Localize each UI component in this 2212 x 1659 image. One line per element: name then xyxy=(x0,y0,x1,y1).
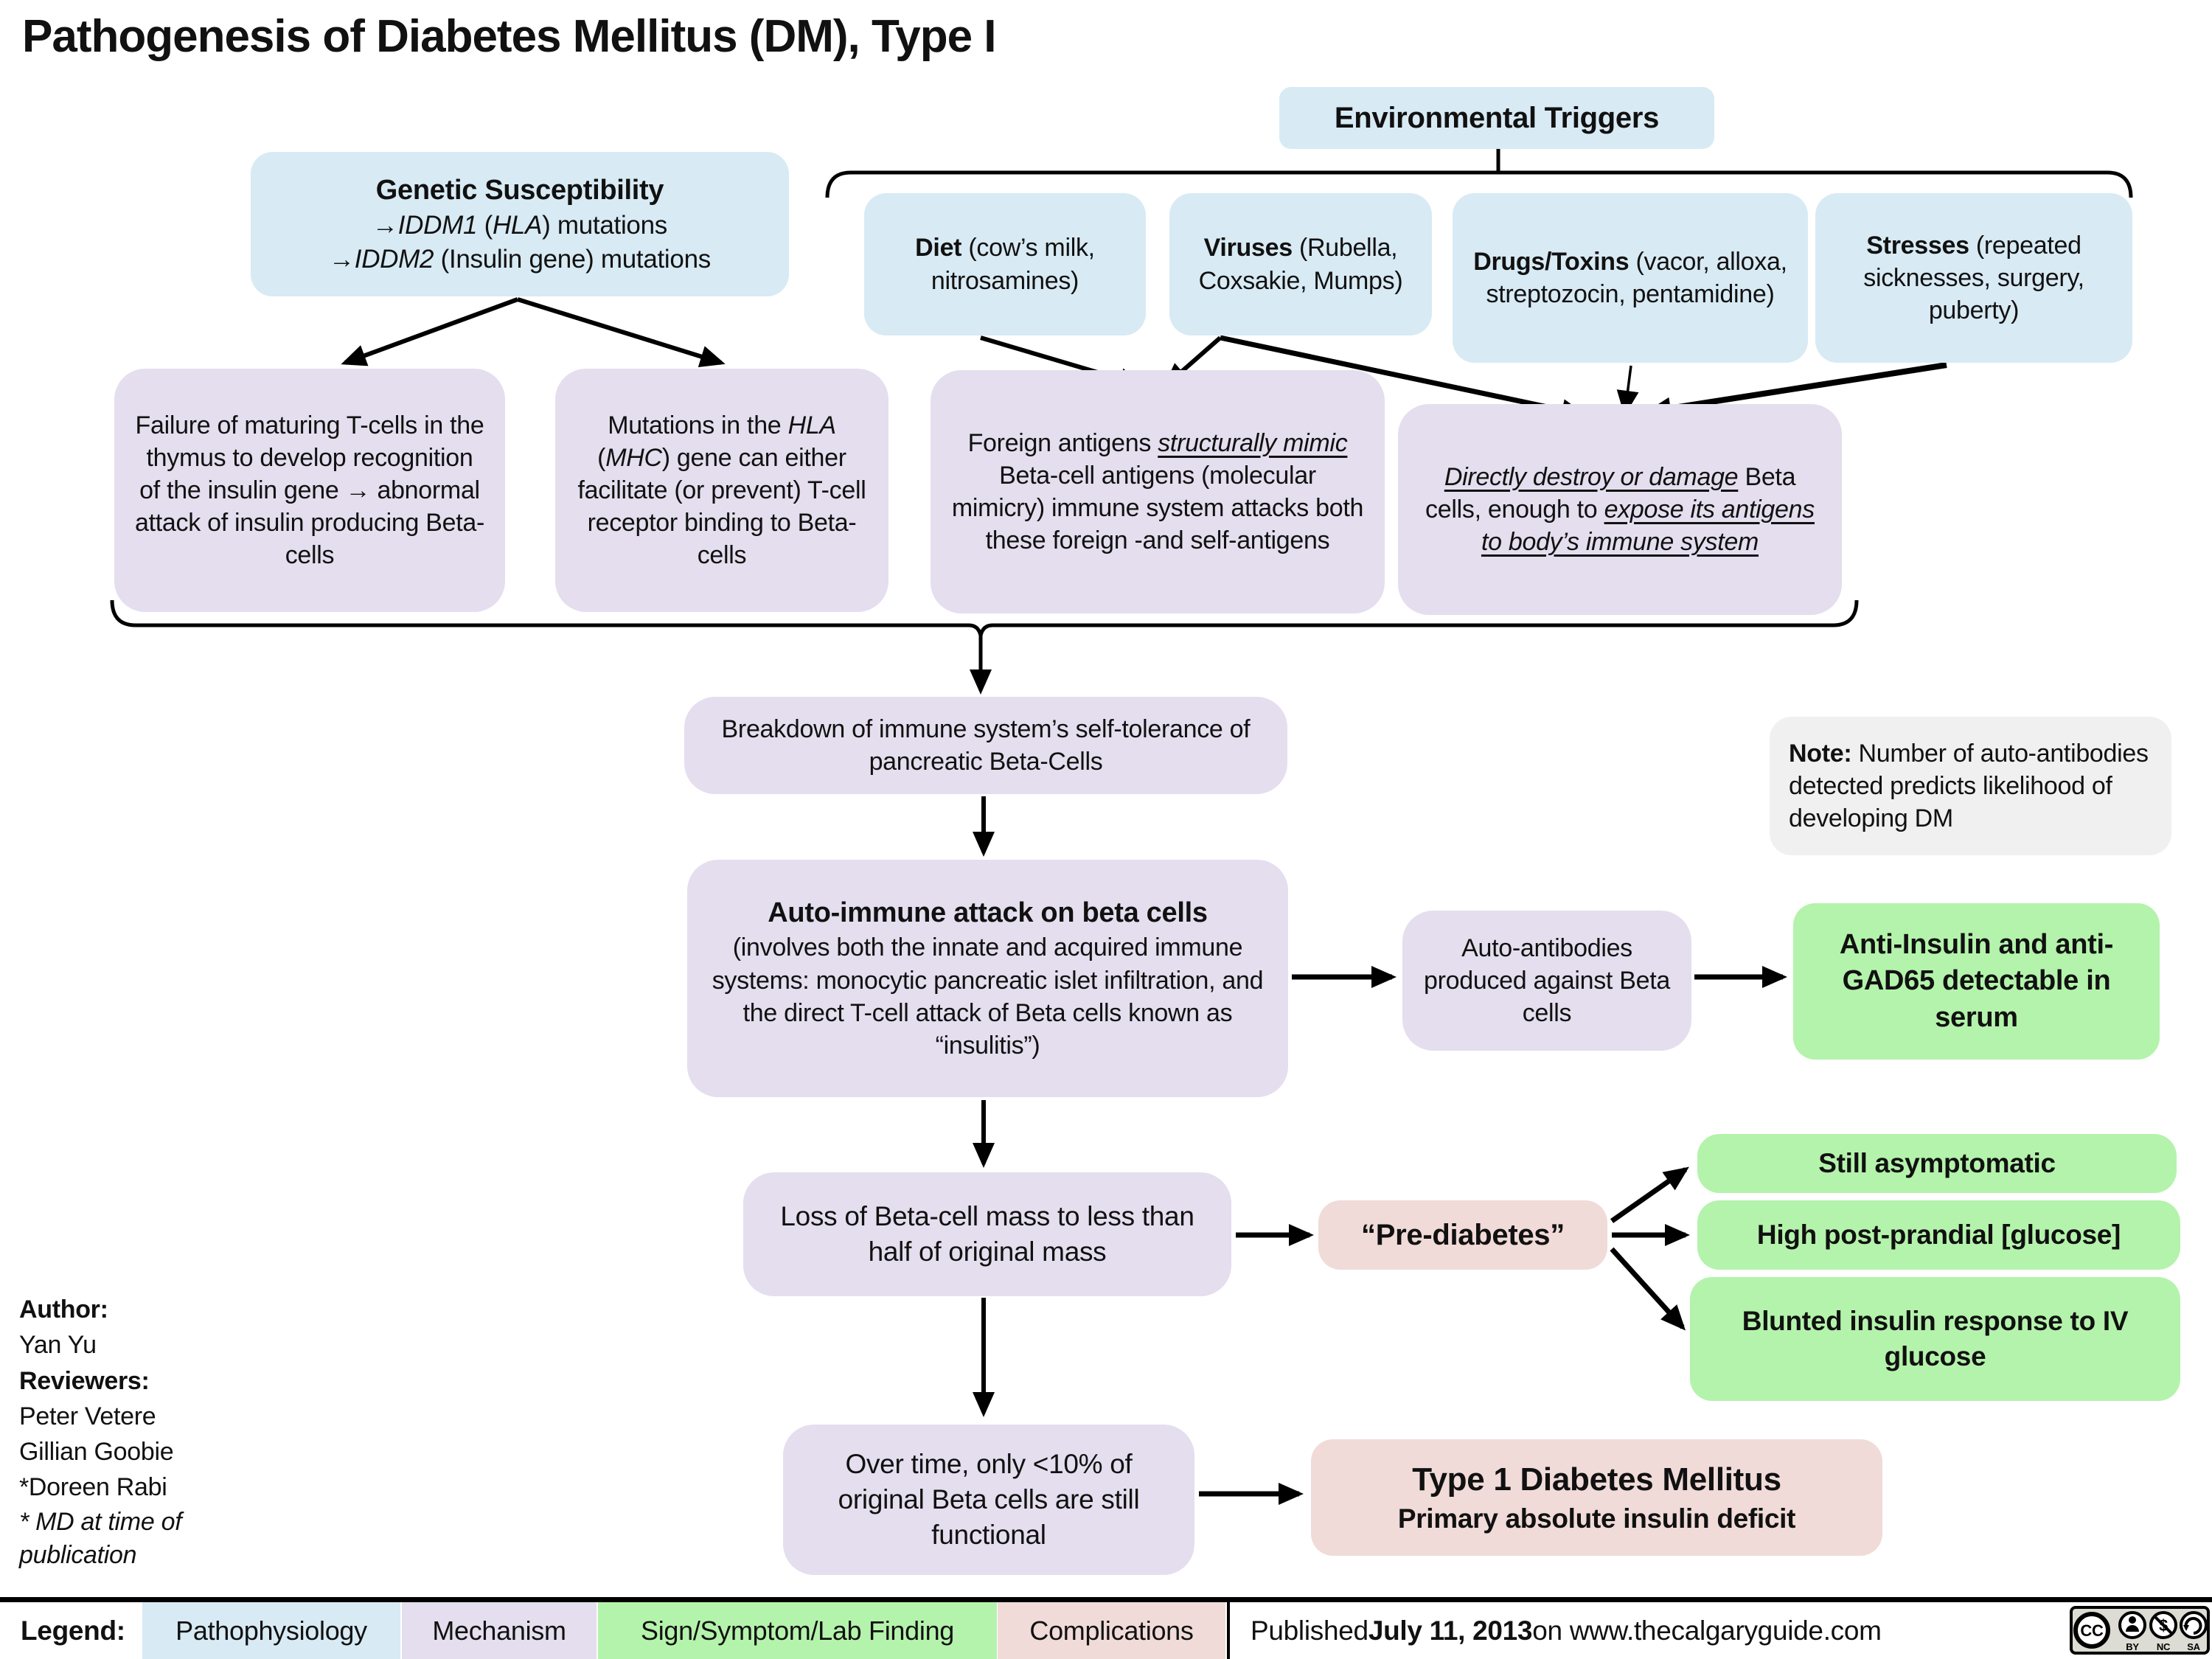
cc-sa-arrow xyxy=(2184,1617,2202,1635)
trigger-stresses-box: Stresses (repeated sicknesses, surgery, … xyxy=(1815,193,2132,363)
note-box: Note: Number of auto-antibodies detected… xyxy=(1770,717,2171,855)
credits-footnote: * MD at time of publication xyxy=(19,1507,182,1570)
autoimmune-box: Auto-immune attack on beta cells (involv… xyxy=(687,860,1288,1097)
cc-by-person-body xyxy=(2126,1625,2139,1632)
legend-item-mechanism: Mechanism xyxy=(402,1602,597,1659)
serum-finding-box: Anti-Insulin and anti-GAD65 detectable i… xyxy=(1793,903,2160,1060)
legend-label: Legend: xyxy=(21,1615,125,1646)
reviewers-label: Reviewers: xyxy=(19,1366,150,1395)
genetic-title: Genetic Susceptibility xyxy=(375,174,664,206)
note-text: Note: Number of auto-antibodies detected… xyxy=(1789,739,2149,833)
trigger-viruses-text: Viruses (Rubella, Coxsakie, Mumps) xyxy=(1198,234,1403,295)
foreign-antigens-box: Foreign antigens structurally mimic Beta… xyxy=(931,370,1385,613)
cc-nc-strike xyxy=(2153,1615,2174,1635)
reviewer-name: *Doreen Rabi xyxy=(19,1473,167,1502)
env-triggers-box: Environmental Triggers xyxy=(1279,87,1714,149)
prediabetes-text: “Pre-diabetes” xyxy=(1361,1219,1565,1251)
asymptomatic-box: Still asymptomatic xyxy=(1697,1134,2177,1193)
legend-item-label: Complications xyxy=(1029,1615,1194,1646)
tcell-failure-box: Failure of maturing T-cells in the thymu… xyxy=(114,369,505,612)
serum-finding-text: Anti-Insulin and anti-GAD65 detectable i… xyxy=(1839,928,2114,1033)
published-pre: Published xyxy=(1251,1615,1368,1646)
cc-nc-label: NC xyxy=(2157,1641,2171,1652)
legend-item-label: Sign/Symptom/Lab Finding xyxy=(640,1615,955,1646)
directly-destroy-box: Directly destroy or damage Beta cells, e… xyxy=(1398,404,1842,615)
hla-mutations-box: Mutations in the HLA (MHC) gene can eith… xyxy=(555,369,888,612)
overtime-text: Over time, only <10% of original Beta ce… xyxy=(838,1448,1140,1551)
postprandial-text: High post-prandial [glucose] xyxy=(1756,1219,2121,1250)
asymptomatic-text: Still asymptomatic xyxy=(1818,1147,2056,1178)
trigger-drugs-box: Drugs/Toxins (vacor, alloxa, streptozoci… xyxy=(1453,193,1808,363)
published-line: Published July 11, 2013 on www.thecalgar… xyxy=(1251,1602,1882,1659)
cc-by-label: BY xyxy=(2126,1641,2139,1652)
legend-item-label: Pathophysiology xyxy=(175,1615,367,1646)
breakdown-box: Breakdown of immune system’s self-tolera… xyxy=(684,697,1287,794)
hla-mutations-text: Mutations in the HLA (MHC) gene can eith… xyxy=(577,411,866,570)
published-date: July 11, 2013 xyxy=(1368,1615,1533,1646)
env-triggers-label: Environmental Triggers xyxy=(1334,102,1660,134)
postprandial-box: High post-prandial [glucose] xyxy=(1697,1200,2180,1270)
published-url: on www.thecalgaryguide.com xyxy=(1532,1615,1882,1646)
legend-item-label: Mechanism xyxy=(432,1615,566,1646)
arrow-prediabetes-to-asymptomatic xyxy=(1610,1166,1689,1223)
genetic-susceptibility-box: Genetic Susceptibility →IDDM1 (HLA) muta… xyxy=(251,152,789,296)
trigger-viruses-box: Viruses (Rubella, Coxsakie, Mumps) xyxy=(1169,193,1432,335)
legend-item-pathophysiology: Pathophysiology xyxy=(142,1602,400,1659)
legend-top-rule xyxy=(0,1597,2212,1602)
trigger-stresses-text: Stresses (repeated sicknesses, surgery, … xyxy=(1863,231,2084,325)
cc-sa-arrowhead xyxy=(2183,1625,2189,1631)
type1-dm-box: Type 1 Diabetes Mellitus Primary absolut… xyxy=(1311,1439,1882,1556)
cc-icon-text: CC xyxy=(2080,1621,2104,1640)
author-label: Author: xyxy=(19,1295,108,1324)
arrow-prediabetes-to-blunted xyxy=(1610,1247,1686,1331)
reviewer-name: Peter Vetere xyxy=(19,1402,156,1430)
trigger-diet-text: Diet (cow’s milk, nitrosamines) xyxy=(915,234,1095,295)
cc-sa-label: SA xyxy=(2187,1641,2200,1652)
page-title: Pathogenesis of Diabetes Mellitus (DM), … xyxy=(22,11,997,62)
credits-block: Author: Yan Yu Reviewers: Peter Vetere G… xyxy=(19,1292,255,1573)
genetic-line-iddm2: →IDDM2 (Insulin gene) mutations xyxy=(329,244,711,274)
trigger-drugs-text: Drugs/Toxins (vacor, alloxa, streptozoci… xyxy=(1473,247,1787,308)
genetic-line-iddm1: →IDDM1 (HLA) mutations xyxy=(372,211,667,240)
arrow-genetic-to-failure xyxy=(341,297,519,366)
prediabetes-box: “Pre-diabetes” xyxy=(1318,1200,1607,1270)
autoimmune-body: (involves both the innate and acquired i… xyxy=(712,933,1264,1060)
foreign-antigens-text: Foreign antigens structurally mimic Beta… xyxy=(951,428,1364,555)
tcell-failure-text: Failure of maturing T-cells in the thymu… xyxy=(135,411,484,570)
directly-destroy-text: Directly destroy or damage Beta cells, e… xyxy=(1425,462,1815,557)
breakdown-text: Breakdown of immune system’s self-tolera… xyxy=(721,714,1251,776)
type1-title: Type 1 Diabetes Mellitus xyxy=(1412,1461,1781,1498)
overtime-box: Over time, only <10% of original Beta ce… xyxy=(783,1425,1194,1575)
loss-mass-text: Loss of Beta-cell mass to less than half… xyxy=(780,1200,1194,1267)
author-name: Yan Yu xyxy=(19,1331,97,1360)
cc-by-person-head xyxy=(2129,1616,2136,1624)
blunted-response-box: Blunted insulin response to IV glucose xyxy=(1690,1277,2180,1401)
legend-divider xyxy=(1227,1602,1230,1659)
loss-mass-box: Loss of Beta-cell mass to less than half… xyxy=(743,1172,1231,1296)
type1-subtitle: Primary absolute insulin deficit xyxy=(1397,1503,1796,1534)
trigger-diet-box: Diet (cow’s milk, nitrosamines) xyxy=(864,193,1146,335)
autoantibodies-box: Auto-antibodies produced against Beta ce… xyxy=(1402,911,1691,1051)
autoantibodies-text: Auto-antibodies produced against Beta ce… xyxy=(1424,933,1670,1028)
legend-item-complications: Complications xyxy=(998,1602,1225,1659)
autoimmune-title: Auto-immune attack on beta cells xyxy=(768,897,1208,928)
arrow-genetic-to-hla xyxy=(517,297,726,367)
blunted-response-text: Blunted insulin response to IV glucose xyxy=(1742,1305,2129,1371)
reviewer-name: Gillian Goobie xyxy=(19,1438,174,1467)
cc-icon xyxy=(2073,1612,2110,1649)
cc-license-badge: CC $ BY NC SA xyxy=(2070,1606,2210,1655)
legend-item-sign-symptom: Sign/Symptom/Lab Finding xyxy=(598,1602,997,1659)
